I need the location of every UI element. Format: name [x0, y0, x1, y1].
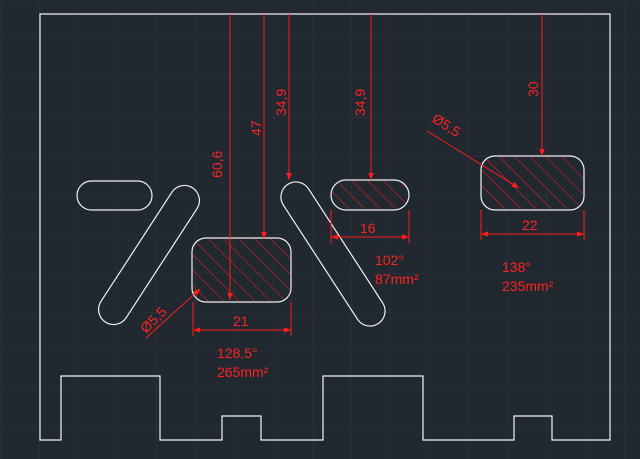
hatching [193, 157, 583, 301]
dim-text-47: 47 [248, 120, 264, 136]
cutouts [76, 155, 585, 327]
dim-text-21: 21 [233, 313, 249, 329]
plate-outline [39, 13, 611, 441]
dim-text-22: 22 [522, 217, 538, 233]
dim-text-34-9-left: 34,9 [273, 89, 289, 116]
dimension-lines [145, 14, 585, 339]
dim-text-34-9-middle: 34,9 [352, 89, 368, 116]
dim-text-30: 30 [525, 81, 541, 97]
left-hatched-pocket [191, 237, 292, 303]
middle-angle-label: 102° [375, 252, 404, 268]
leader-diam-right [426, 130, 520, 189]
left-area-label: 265mm² [217, 364, 269, 380]
right-area-label: 235mm² [502, 278, 554, 294]
dim-text-60-6: 60,6 [209, 151, 225, 178]
right-hatched-pocket [480, 155, 585, 211]
right-angle-label: 138° [502, 259, 531, 275]
middle-slot-hatch [332, 181, 408, 209]
leader-diam-left [145, 288, 201, 339]
left-angled-slot [97, 184, 201, 326]
right-pocket-hatch [482, 157, 583, 209]
left-angle-label: 128.5° [217, 345, 258, 361]
annotations: 128.5° 265mm² 102° 87mm² 138° 235mm² [217, 252, 554, 380]
middle-area-label: 87mm² [375, 271, 419, 287]
middle-slot [330, 179, 410, 211]
left-pocket-hatch [193, 239, 290, 301]
right-angled-slot [280, 181, 386, 327]
dim-text-16: 16 [360, 220, 376, 236]
dimension-texts: 60,6 47 34,9 34,9 30 21 16 22 Ø5,5 Ø5,5 [137, 81, 541, 336]
left-slot [76, 180, 153, 211]
